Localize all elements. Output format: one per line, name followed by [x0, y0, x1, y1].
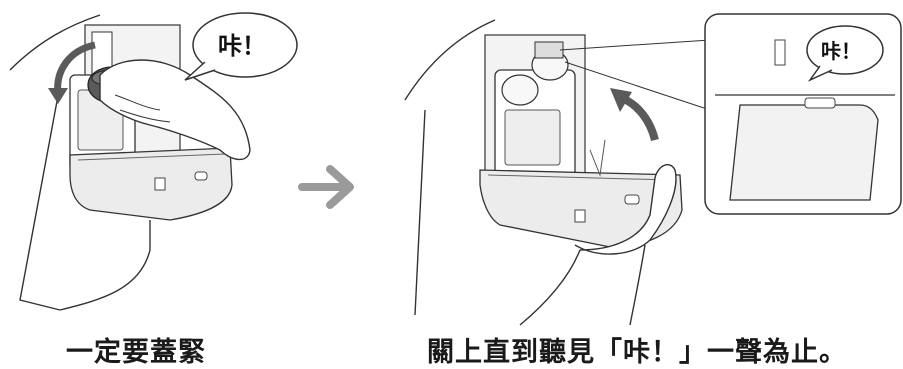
- left-illustration: 咔！: [0, 0, 300, 320]
- right-caption: 關上直到聽見「咔！」一聲為止。: [427, 337, 847, 368]
- next-step-arrow-icon: [296, 162, 358, 212]
- tank-closing-illustration: 咔！: [9, 12, 298, 311]
- right-illustration: 咔！: [400, 0, 903, 330]
- left-caption: 一定要蓋緊: [66, 337, 206, 368]
- tray-closing-illustration: 咔！: [404, 13, 902, 326]
- inset-bubble-text: 咔！: [821, 39, 861, 63]
- left-bubble-text: 咔！: [218, 32, 266, 60]
